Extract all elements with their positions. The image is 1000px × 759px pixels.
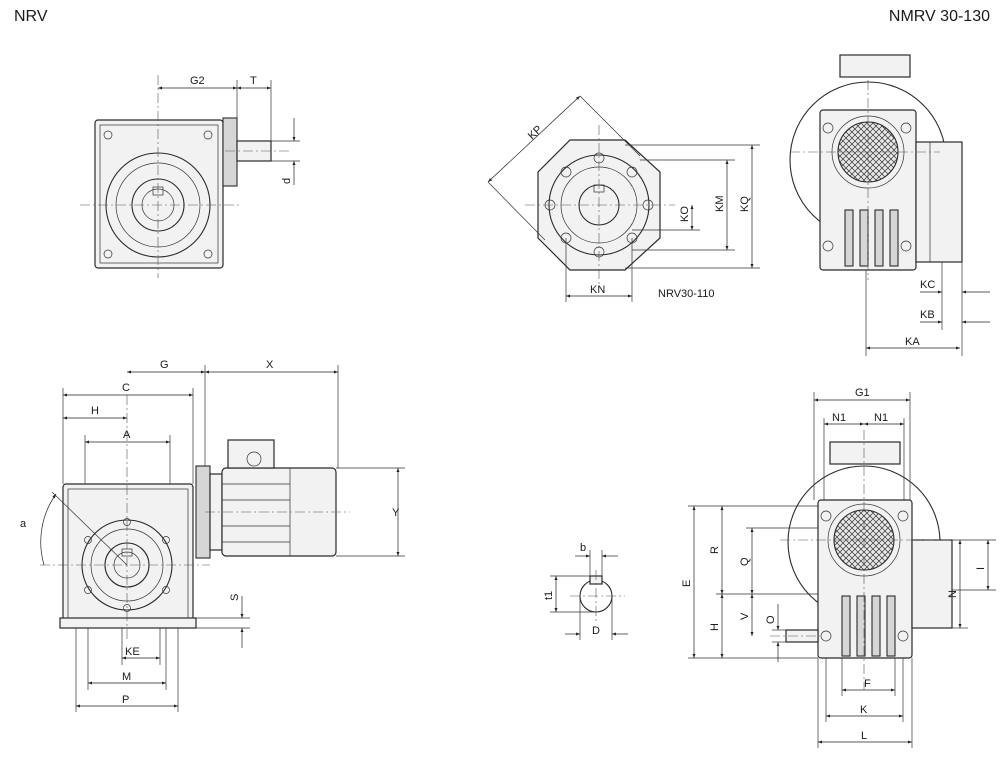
dim-a-label: a: [20, 518, 27, 530]
dim-O-label: O: [765, 615, 777, 624]
dim-d-label: d: [281, 178, 293, 184]
dim-R-label: R: [709, 546, 721, 554]
shaft-keyway-detail: [550, 550, 628, 640]
left-header-title: NRV: [14, 8, 48, 25]
dim-D-label: D: [592, 625, 600, 637]
dim-Y-label: Y: [392, 507, 400, 519]
dim-S-label: S: [229, 594, 241, 601]
dim-KB-label: KB: [920, 309, 935, 321]
dim-A-label: A: [123, 429, 131, 441]
dim-H-right-label: H: [709, 623, 721, 631]
dim-Q-label: Q: [739, 557, 751, 566]
nmrv-motor-view: [40, 365, 405, 712]
dim-V-label: V: [739, 612, 751, 620]
dim-KA-label: KA: [905, 336, 920, 348]
dim-KE-label: KE: [125, 646, 140, 658]
dim-KP-label: KP: [526, 123, 545, 142]
dim-I-label: I: [975, 567, 987, 570]
nmrv-side-view-top: [789, 54, 990, 356]
dim-KO-label: KO: [679, 206, 691, 222]
dim-C-label: C: [122, 382, 130, 394]
dim-KC-label: KC: [920, 279, 935, 291]
dim-t1-label: t1: [543, 591, 555, 600]
dim-H-label: H: [91, 405, 99, 417]
nmrv-side-view-bottom: [688, 392, 996, 748]
nrv-front-view: [80, 75, 300, 278]
flange-caption: NRV30-110: [658, 288, 714, 300]
dim-N1-right-label: N1: [874, 412, 888, 424]
dim-KN-label: KN: [590, 284, 605, 296]
dim-G1-label: G1: [855, 387, 870, 399]
nrv-flange-view: [487, 95, 760, 302]
dim-F-label: F: [864, 678, 871, 690]
dim-b-label: b: [580, 542, 586, 554]
dim-N-label: N: [947, 590, 959, 598]
dim-M-label: M: [122, 671, 131, 683]
dim-KM-label: KM: [714, 196, 726, 213]
dim-X-label: X: [266, 359, 274, 371]
dim-G2-label: G2: [190, 75, 205, 87]
dim-P-label: P: [122, 694, 129, 706]
right-header-title: NMRV 30-130: [888, 8, 990, 25]
dim-L-label: L: [861, 730, 867, 742]
dim-T-label: T: [250, 75, 257, 87]
dim-KQ-label: KQ: [739, 196, 751, 212]
dim-E-label: E: [681, 580, 693, 587]
dim-G-label: G: [160, 359, 169, 371]
dim-K-label: K: [860, 704, 868, 716]
dim-N1-left-label: N1: [832, 412, 846, 424]
